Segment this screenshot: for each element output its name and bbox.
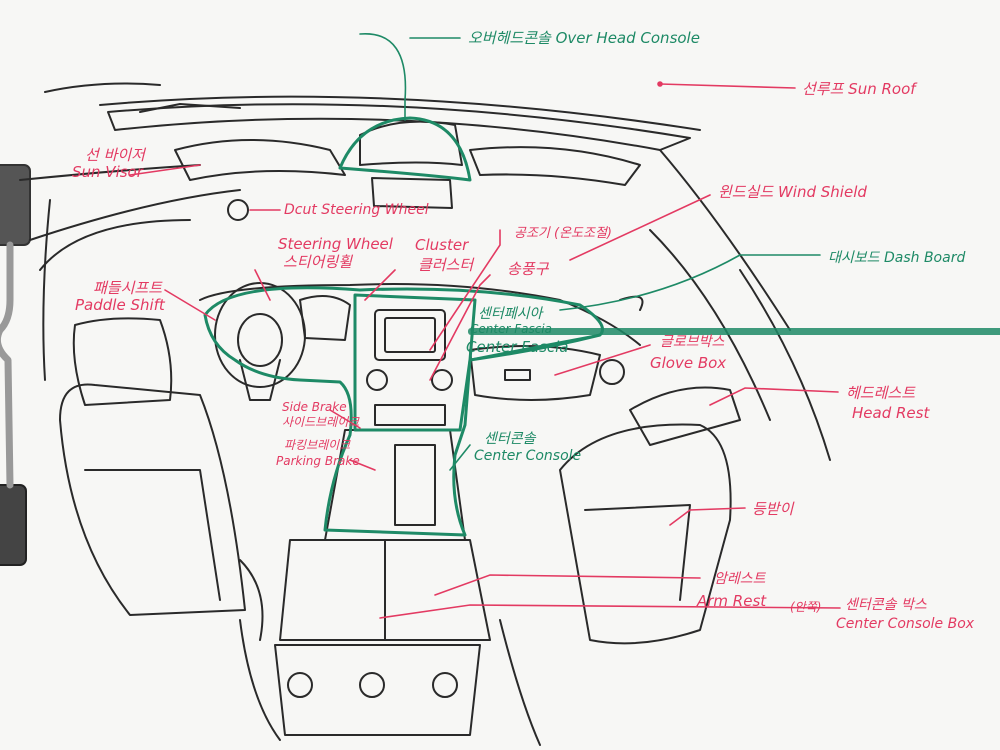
label-sun-visor-en: Sun Visor [72,163,143,181]
label-console-box-en: Center Console Box [836,616,975,632]
label-glove-box-ko: 글로브박스 [660,334,725,350]
label-dcut-steering-wheel: Dcut Steering Wheel [284,202,429,218]
label-steering-wheel-ko: 스티어링휠 [283,253,353,271]
pen-icon [0,164,31,566]
label-dash-board: 대시보드 Dash Board [828,250,966,266]
label-parking-brake-ko: 파킹브레이크 [284,438,351,452]
label-storage-note: (안쪽) [790,600,822,614]
label-steering-wheel-en: Steering Wheel [278,235,393,253]
label-center-fascia-ko: 센터페시아 [478,306,543,322]
label-cluster-en: Cluster [415,236,469,254]
label-arm-rest-ko: 암레스트 [714,571,766,587]
label-parking-brake-en: Parking Brake [276,454,360,468]
label-cluster-ko: 클러스터 [418,256,474,274]
label-air-vent: 송풍구 [507,260,549,278]
label-side-brake-en: Side Brake [282,400,347,414]
label-air-conditioner: 공조기 (온도조절) [514,226,612,241]
label-overhead-console: 오버헤드콘솔 Over Head Console [468,29,700,47]
label-console-box-ko: 센터콘솔 박스 [845,597,927,613]
label-head-rest-ko: 헤드레스트 [846,384,916,402]
label-side-brake-ko: 사이드브레이크 [282,415,360,429]
label-seat-back: 등받이 [752,500,794,518]
label-head-rest-en: Head Rest [852,404,930,422]
label-center-console-ko: 센터콘솔 [484,431,536,447]
label-paddle-shift-en: Paddle Shift [75,296,165,314]
label-sun-roof: 선루프 Sun Roof [802,80,916,98]
label-paddle-shift-ko: 패들시프트 [93,279,163,297]
label-center-fascia-en: Center Fascia [466,338,569,356]
label-center-console-en: Center Console [474,448,582,464]
label-glove-box-en: Glove Box [650,354,727,372]
label-sun-visor-ko: 선 바이저 [85,146,145,164]
label-center-fascia-crossed: Center Fascia [468,320,1000,338]
label-wind-shield: 윈드실드 Wind Shield [718,183,867,201]
label-arm-rest-en: Arm Rest [697,592,767,610]
